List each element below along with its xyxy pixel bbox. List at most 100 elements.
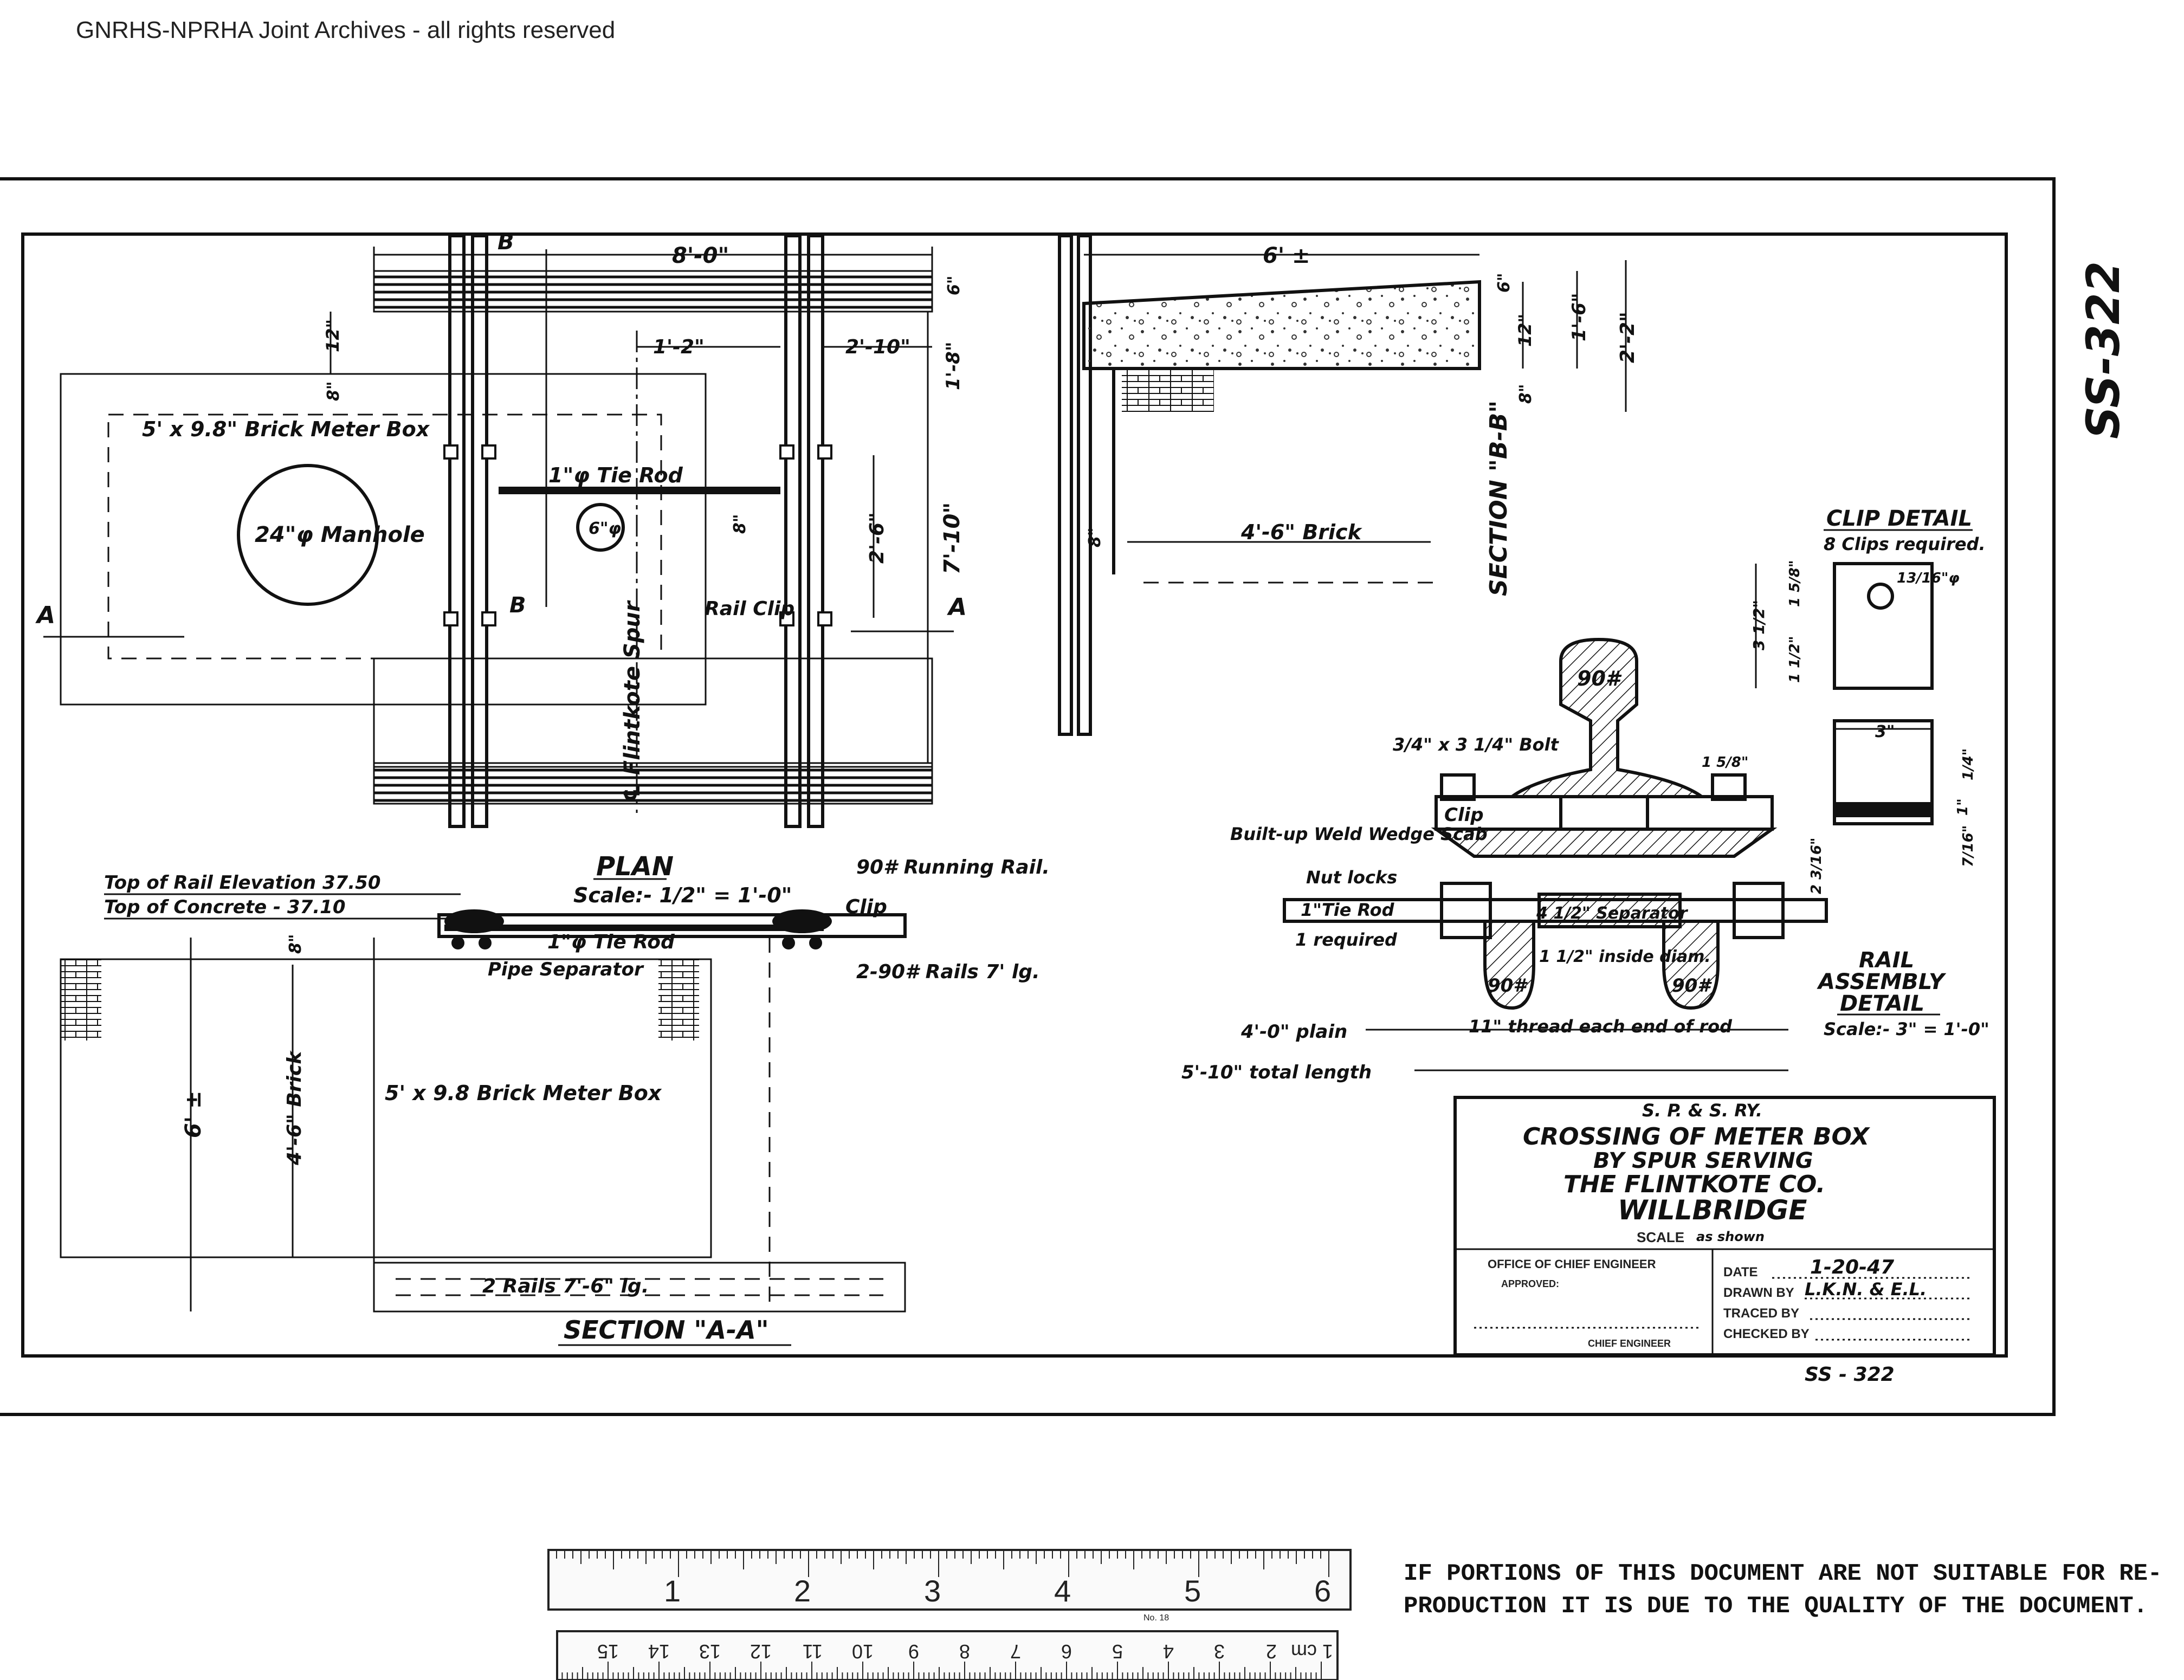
plan-dim-8b: 8"	[731, 514, 749, 534]
ra-clip-right	[1646, 795, 1774, 831]
tb-office: OFFICE OF CHIEF ENGINEER	[1488, 1257, 1656, 1271]
clip-dim-1-1-2: 1 1/2"	[1787, 636, 1803, 683]
ra-rail-label: 90#	[1577, 667, 1622, 690]
clip-dim-1-5-8: 1 5/8"	[1787, 560, 1803, 607]
tb-line1: CROSSING OF METER BOX	[1523, 1123, 1870, 1151]
clip-dim-1-4: 1/4"	[1960, 748, 1976, 780]
tb-scale-value: as shown	[1696, 1229, 1765, 1244]
plan-clip	[443, 611, 458, 626]
ruler-inch-label: 3	[924, 1574, 941, 1608]
ra-bolt-label: 3/4" x 3 1/4" Bolt	[1393, 734, 1560, 755]
sbb-rail-web-a	[1058, 234, 1073, 736]
saa-pipe	[809, 936, 822, 949]
saa-pipe	[782, 936, 795, 949]
ruler-cm-label: 3	[1214, 1640, 1225, 1663]
ra-inside-diam: 1 1/2" inside diam.	[1539, 947, 1711, 966]
ruler-cm-label: 13	[699, 1640, 721, 1663]
ra-separator	[1537, 893, 1682, 928]
sbb-brick-wall	[1122, 369, 1214, 412]
ra-tie-rod-label: 1"Tie Rod	[1301, 900, 1395, 920]
ra-thread: 11" thread each end of rod	[1469, 1016, 1733, 1037]
ra-title-1: RAIL	[1859, 948, 1914, 973]
plan-dim-8: 8"	[324, 381, 343, 401]
plan-spur-label: ℄ Flintkote Spur	[620, 600, 645, 802]
saa-rail-left	[444, 909, 504, 933]
saa-top-concrete: Top of Concrete - 37.10	[104, 896, 345, 918]
archive-notice: GNRHS-NPRHA Joint Archives - all rights …	[76, 17, 615, 43]
ruler-cm-labels: 1 cm 2 3 4 5 6 7 8 9 10 11 12 13 14 15	[597, 1640, 1333, 1663]
ruler-cm-label: 8	[959, 1640, 970, 1663]
plan-section-a-mark: A	[35, 602, 55, 629]
plan-pipe-circle	[576, 503, 625, 552]
saa-clip: Clip	[845, 896, 887, 918]
plan-section-a-mark-right: A	[947, 593, 967, 621]
plan-title: PLAN	[596, 851, 674, 882]
ruler-cm-label: 11	[803, 1640, 823, 1663]
saa-pipe	[451, 936, 464, 949]
ruler-cm-label: 12	[750, 1640, 772, 1663]
plan-clip	[779, 611, 794, 626]
plan-clip	[779, 444, 794, 460]
ra-bottom-rail-label-2: 90#	[1672, 975, 1712, 997]
ruler-inch-label: 2	[794, 1574, 811, 1608]
tb-traced-label: TRACED BY	[1723, 1306, 1799, 1321]
plan-dim-7-10: 7'-10"	[940, 502, 965, 574]
rail-assembly-detail: 90# 4 1/2" Separator 90# 90# 1 1/2" insi…	[1181, 637, 1989, 1083]
plan-rail-right-b	[807, 234, 824, 828]
sbb-dim-1-6: 1'-6"	[1568, 293, 1590, 341]
ruler-cm-label: 15	[597, 1640, 619, 1663]
saa-brick-right	[658, 959, 699, 1041]
clip-plate-plan	[1833, 562, 1934, 690]
plan-tie-rod-label: 1"φ Tie Rod	[548, 463, 683, 487]
ruler-cm-strip	[556, 1630, 1339, 1680]
saa-rails-bottom: 2 Rails 7'-6" lg.	[482, 1275, 649, 1297]
tb-chief: CHIEF ENGINEER	[1588, 1338, 1671, 1349]
section-aa: Top of Rail Elevation 37.50 Top of Concr…	[60, 856, 1050, 1346]
plan-dim-1-2: 1'-2"	[653, 336, 705, 358]
margin-drawing-number: SS-322	[2077, 261, 2130, 439]
ruler-maker: No. 18	[1143, 1613, 1169, 1623]
sbb-dim-6b: 6"	[1495, 273, 1514, 293]
saa-rail-right	[772, 909, 832, 933]
saa-meter-box	[60, 958, 712, 1258]
tb-checked-label: CHECKED BY	[1723, 1327, 1810, 1341]
inner-border	[21, 232, 2008, 1358]
plan-dim-2-6: 2'-6"	[866, 512, 888, 564]
saa-tie-rod-label: 1"φ Tie Rod	[547, 931, 675, 953]
ruler-inch-label: 4	[1054, 1574, 1071, 1608]
ra-nut-right	[1733, 882, 1785, 939]
saa-concrete-slab	[437, 913, 907, 938]
ra-plain: 4'-0" plain	[1240, 1021, 1347, 1043]
ruler-cm-label: 2	[1266, 1640, 1277, 1663]
sbb-dim-6: 6' ±	[1263, 243, 1310, 268]
ra-dim-2-3-16: 2 3/16"	[1808, 838, 1825, 894]
plan-rail-right-a	[784, 234, 802, 828]
ruler-cm-ticks	[557, 1662, 1322, 1680]
ruler-cm-label: 9	[908, 1640, 919, 1663]
plan-dim-12: 12"	[322, 319, 343, 352]
ruler-cm-label: 6	[1061, 1640, 1072, 1663]
sbb-title: SECTION "B-B"	[1485, 400, 1513, 596]
ruler-cm-label: 1 cm	[1291, 1640, 1333, 1663]
plan-scale: Scale:- 1/2" = 1'-0"	[573, 883, 792, 907]
saa-dim-6: 6' ±	[181, 1090, 206, 1138]
ra-title-2: ASSEMBLY	[1817, 970, 1947, 994]
saa-rails-bottom-box	[373, 1262, 906, 1313]
ruler-inch-strip	[547, 1549, 1352, 1611]
saa-title: SECTION "A-A"	[564, 1315, 769, 1345]
clip-plate-side	[1833, 719, 1934, 825]
saa-meter-box-label: 5' x 9.8 Brick Meter Box	[385, 1081, 662, 1105]
plan-clip	[481, 444, 496, 460]
ruler-inch-label: 5	[1184, 1574, 1201, 1608]
ruler-cm-label: 4	[1163, 1640, 1174, 1663]
outer-border	[0, 177, 2056, 1416]
plan-dim-6: 6"	[945, 275, 964, 295]
tb-scale-label: SCALE	[1637, 1229, 1684, 1245]
plan-dim-2-10: 2'-10"	[845, 336, 910, 358]
saa-rails-7: 2-90# Rails 7' lg.	[856, 961, 1040, 983]
ra-bottom-rail-label: 90#	[1488, 975, 1528, 997]
saa-top-rail: Top of Rail Elevation 37.50	[104, 872, 381, 894]
ra-bolt-left	[1440, 773, 1476, 801]
title-block-frame	[1453, 1096, 1996, 1356]
